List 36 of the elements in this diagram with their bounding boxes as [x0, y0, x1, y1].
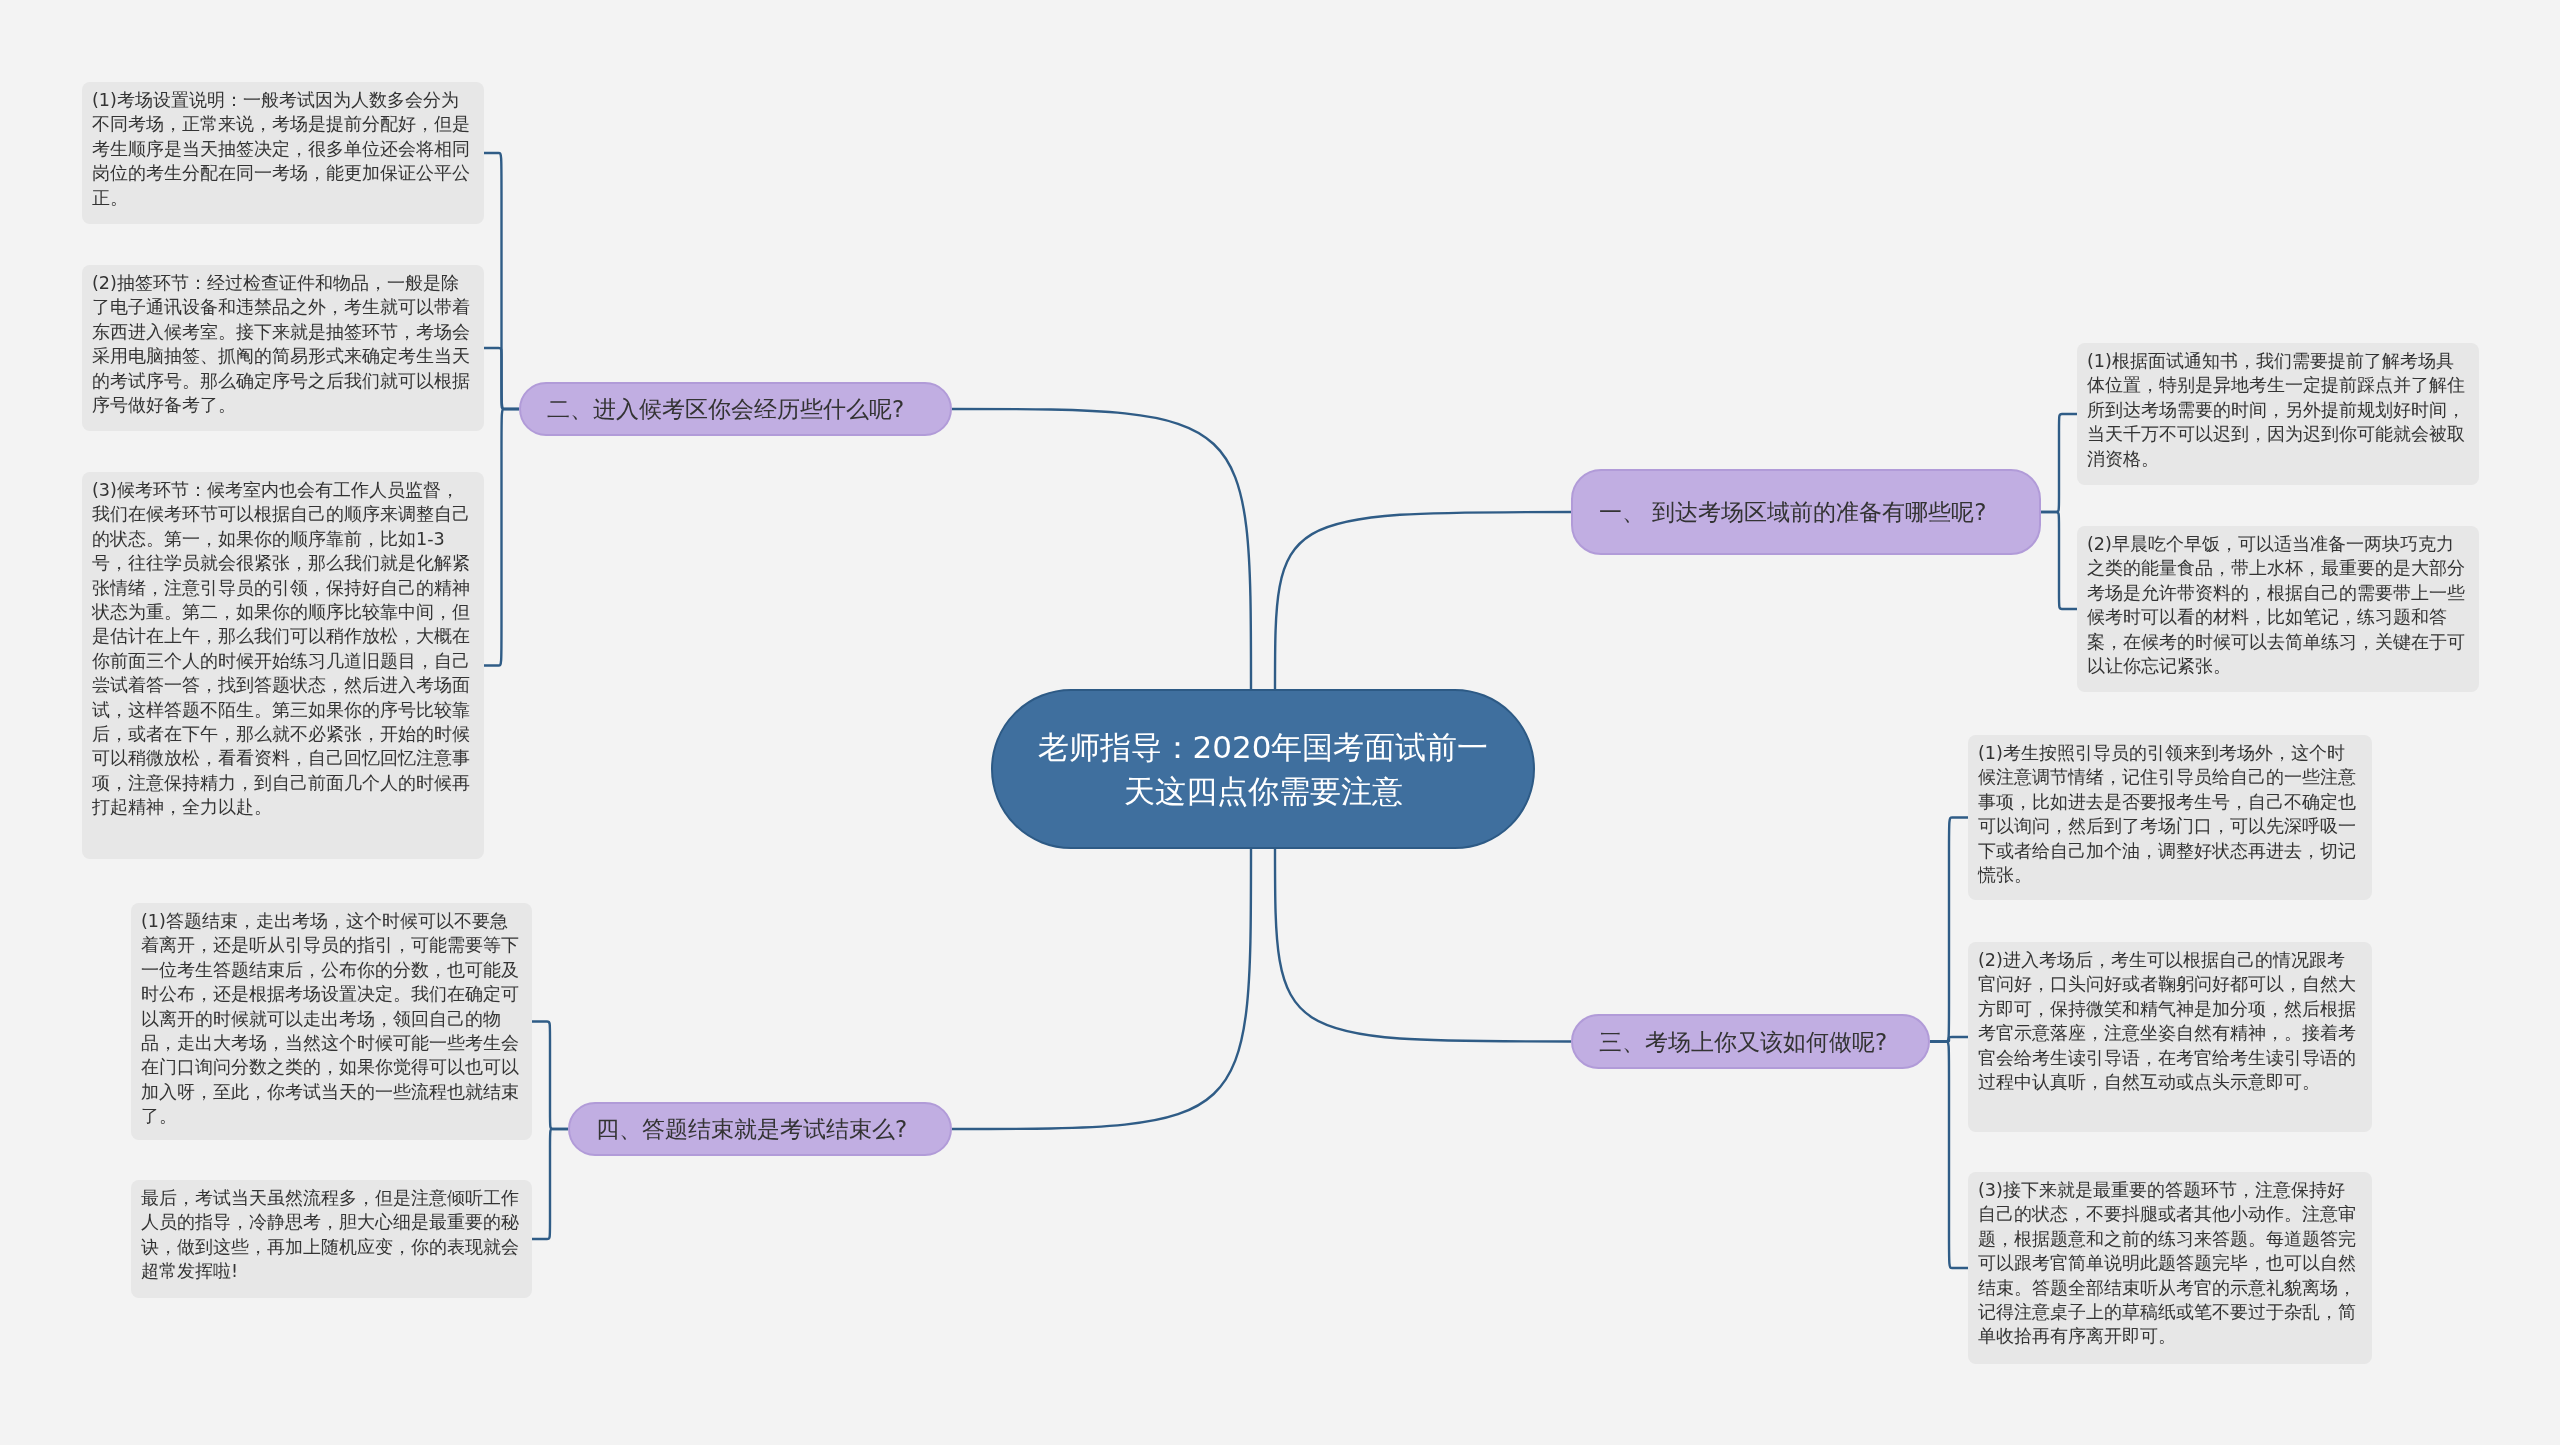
topic-text: (1)考生按照引导员的引领来到考场外，这个时候注意调节情绪，记住引导员给自己的一些注意事项，比如进去是否要报考生号，自己不确定也可以询问，然后到了考场门口，可以先深呼吸一下或者给自己加个油，调整好状态再进去，切记慌张。 [1978, 742, 2357, 888]
topic-text: 一、 到达考场区域前的准备有哪些呢? [1599, 498, 1987, 527]
topic-branch [568, 1102, 952, 1156]
topic-text: (3)接下来就是最重要的答题环节，注意保持好自己的状态，不要抖腿或者其他小动作。注意审题，根据题意和之前的练习来答题。每道题答完可以跟考官简单说明此题答题完毕，也可以自然结束。答题全部结束听从考官的示意礼貌离场，记得注意桌子上的草稿纸或笔不要过于杂乱，简单收拾再有序离开即可。 [1978, 1179, 2357, 1349]
topic-text: 老师指导：2020年国考面试前一天这四点你需要注意 [1037, 728, 1489, 811]
note-card [82, 82, 484, 224]
note-card [131, 1180, 532, 1298]
topic-text: (2)进入考场后，考生可以根据自己的情况跟考官问好，口头问好或者鞠躬问好都可以，自然大方即可，保持微笑和精气神是加分项，然后根据考官示意落座，注意坐姿自然有精神，。接着考官会给考生读引导语，在考官给考生读引导语的过程中认真听，自然互动或点头示意即可。 [1978, 949, 2357, 1095]
connector-line [952, 407, 1253, 689]
connector-line [1273, 849, 1571, 1043]
connector-line [1930, 1040, 1968, 1270]
topic-text: (1)考场设置说明：一般考试因为人数多会分为不同考场，正常来说，考场是提前分配好，但是考生顺序是当天抽签决定，很多单位还会将相同岗位的考生分配在同一考场，能更加保证公平公正。 [92, 89, 471, 210]
note-card [1968, 735, 2372, 900]
note-card [82, 265, 484, 431]
note-card [2077, 526, 2479, 692]
connector-line [952, 849, 1253, 1131]
connector-line [2041, 510, 2077, 611]
topic-text: (2)早晨吃个早饭，可以适当准备一两块巧克力之类的能量食品，带上水杯，最重要的是大部分考场是允许带资料的，根据自己的需要带上一些候考时可以看的材料，比如笔记，练习题和答案，在候考的时候可以去简单练习，关键在于可以让你忘记紧张。 [2087, 533, 2466, 679]
topic-text: 最后，考试当天虽然流程多，但是注意倾听工作人员的指导，冷静思考，胆大心细是最重要的秘诀，做到这些，再加上随机应变，你的表现就会超常发挥啦! [141, 1187, 520, 1284]
topic-branch [1571, 1014, 1930, 1069]
note-card [82, 472, 484, 859]
topic-text: 三、考场上你又该如何做呢? [1599, 1027, 1888, 1057]
topic-branch [519, 382, 952, 436]
connector-line [484, 407, 519, 667]
note-card [1968, 1172, 2372, 1364]
topic-text: 二、进入候考区你会经历些什么呢? [547, 395, 905, 424]
topic-text: (1)答题结束，走出考场，这个时候可以不要急着离开，还是听从引导员的指引，可能需要等下一位考生答题结束后，公布你的分数，也可能及时公布，还是根据考场设置决定。我们在确定可以离开的时候就可以走出考场，领回自己的物品，走出大考场，当然这个时候可能一些考生会在门口询问分数之类的，如果你觉得可以也可以加入呀，至此，你考试当天的一些流程也就结束了。 [141, 910, 520, 1129]
topic-text: (1)根据面试通知书，我们需要提前了解考场具体位置，特别是异地考生一定提前踩点并了解住所到达考场需要的时间，另外提前规划好时间，当天千万不可以迟到，因为迟到你可能就会被取消资格。 [2087, 350, 2466, 471]
topic-text: (2)抽签环节：经过检查证件和物品，一般是除了电子通讯设备和违禁品之外，考生就可以带着东西进入候考室。接下来就是抽签环节，考场会采用电脑抽签、抓阄的简易形式来确定考生当天的考试序号。那么确定序号之后我们就可以根据序号做好备考了。 [92, 272, 471, 418]
connector-line [1273, 510, 1571, 689]
topic-branch [1571, 469, 2041, 555]
topic-text: (3)候考环节：候考室内也会有工作人员监督，我们在候考环节可以根据自己的顺序来调整自己的状态。第一，如果你的顺序靠前，比如1-3号，往往学员就会很紧张，那么我们就是化解紧张情绪，注意引导员的引领，保持好自己的精神状态为重。第二，如果你的顺序比较靠中间，但是估计在上午，那么我们可以稍作放松，大概在你前面三个人的时候开始练习几道旧题目，自己尝试着答一答，找到答题状态，然后进入考场面试，这样答题不陌生。第三如果你的序号比较靠后，或者在下午，那么就不必紧张，开始的时候可以稍微放松，看看资料，自己回忆回忆注意事项，注意保持精力，到自己前面几个人的时候再打起精神，全力以赴。 [92, 479, 471, 820]
connector-line [532, 1127, 568, 1241]
topic-text: 四、答题结束就是考试结束么? [596, 1115, 908, 1144]
note-card [2077, 343, 2479, 485]
note-card [1968, 942, 2372, 1132]
